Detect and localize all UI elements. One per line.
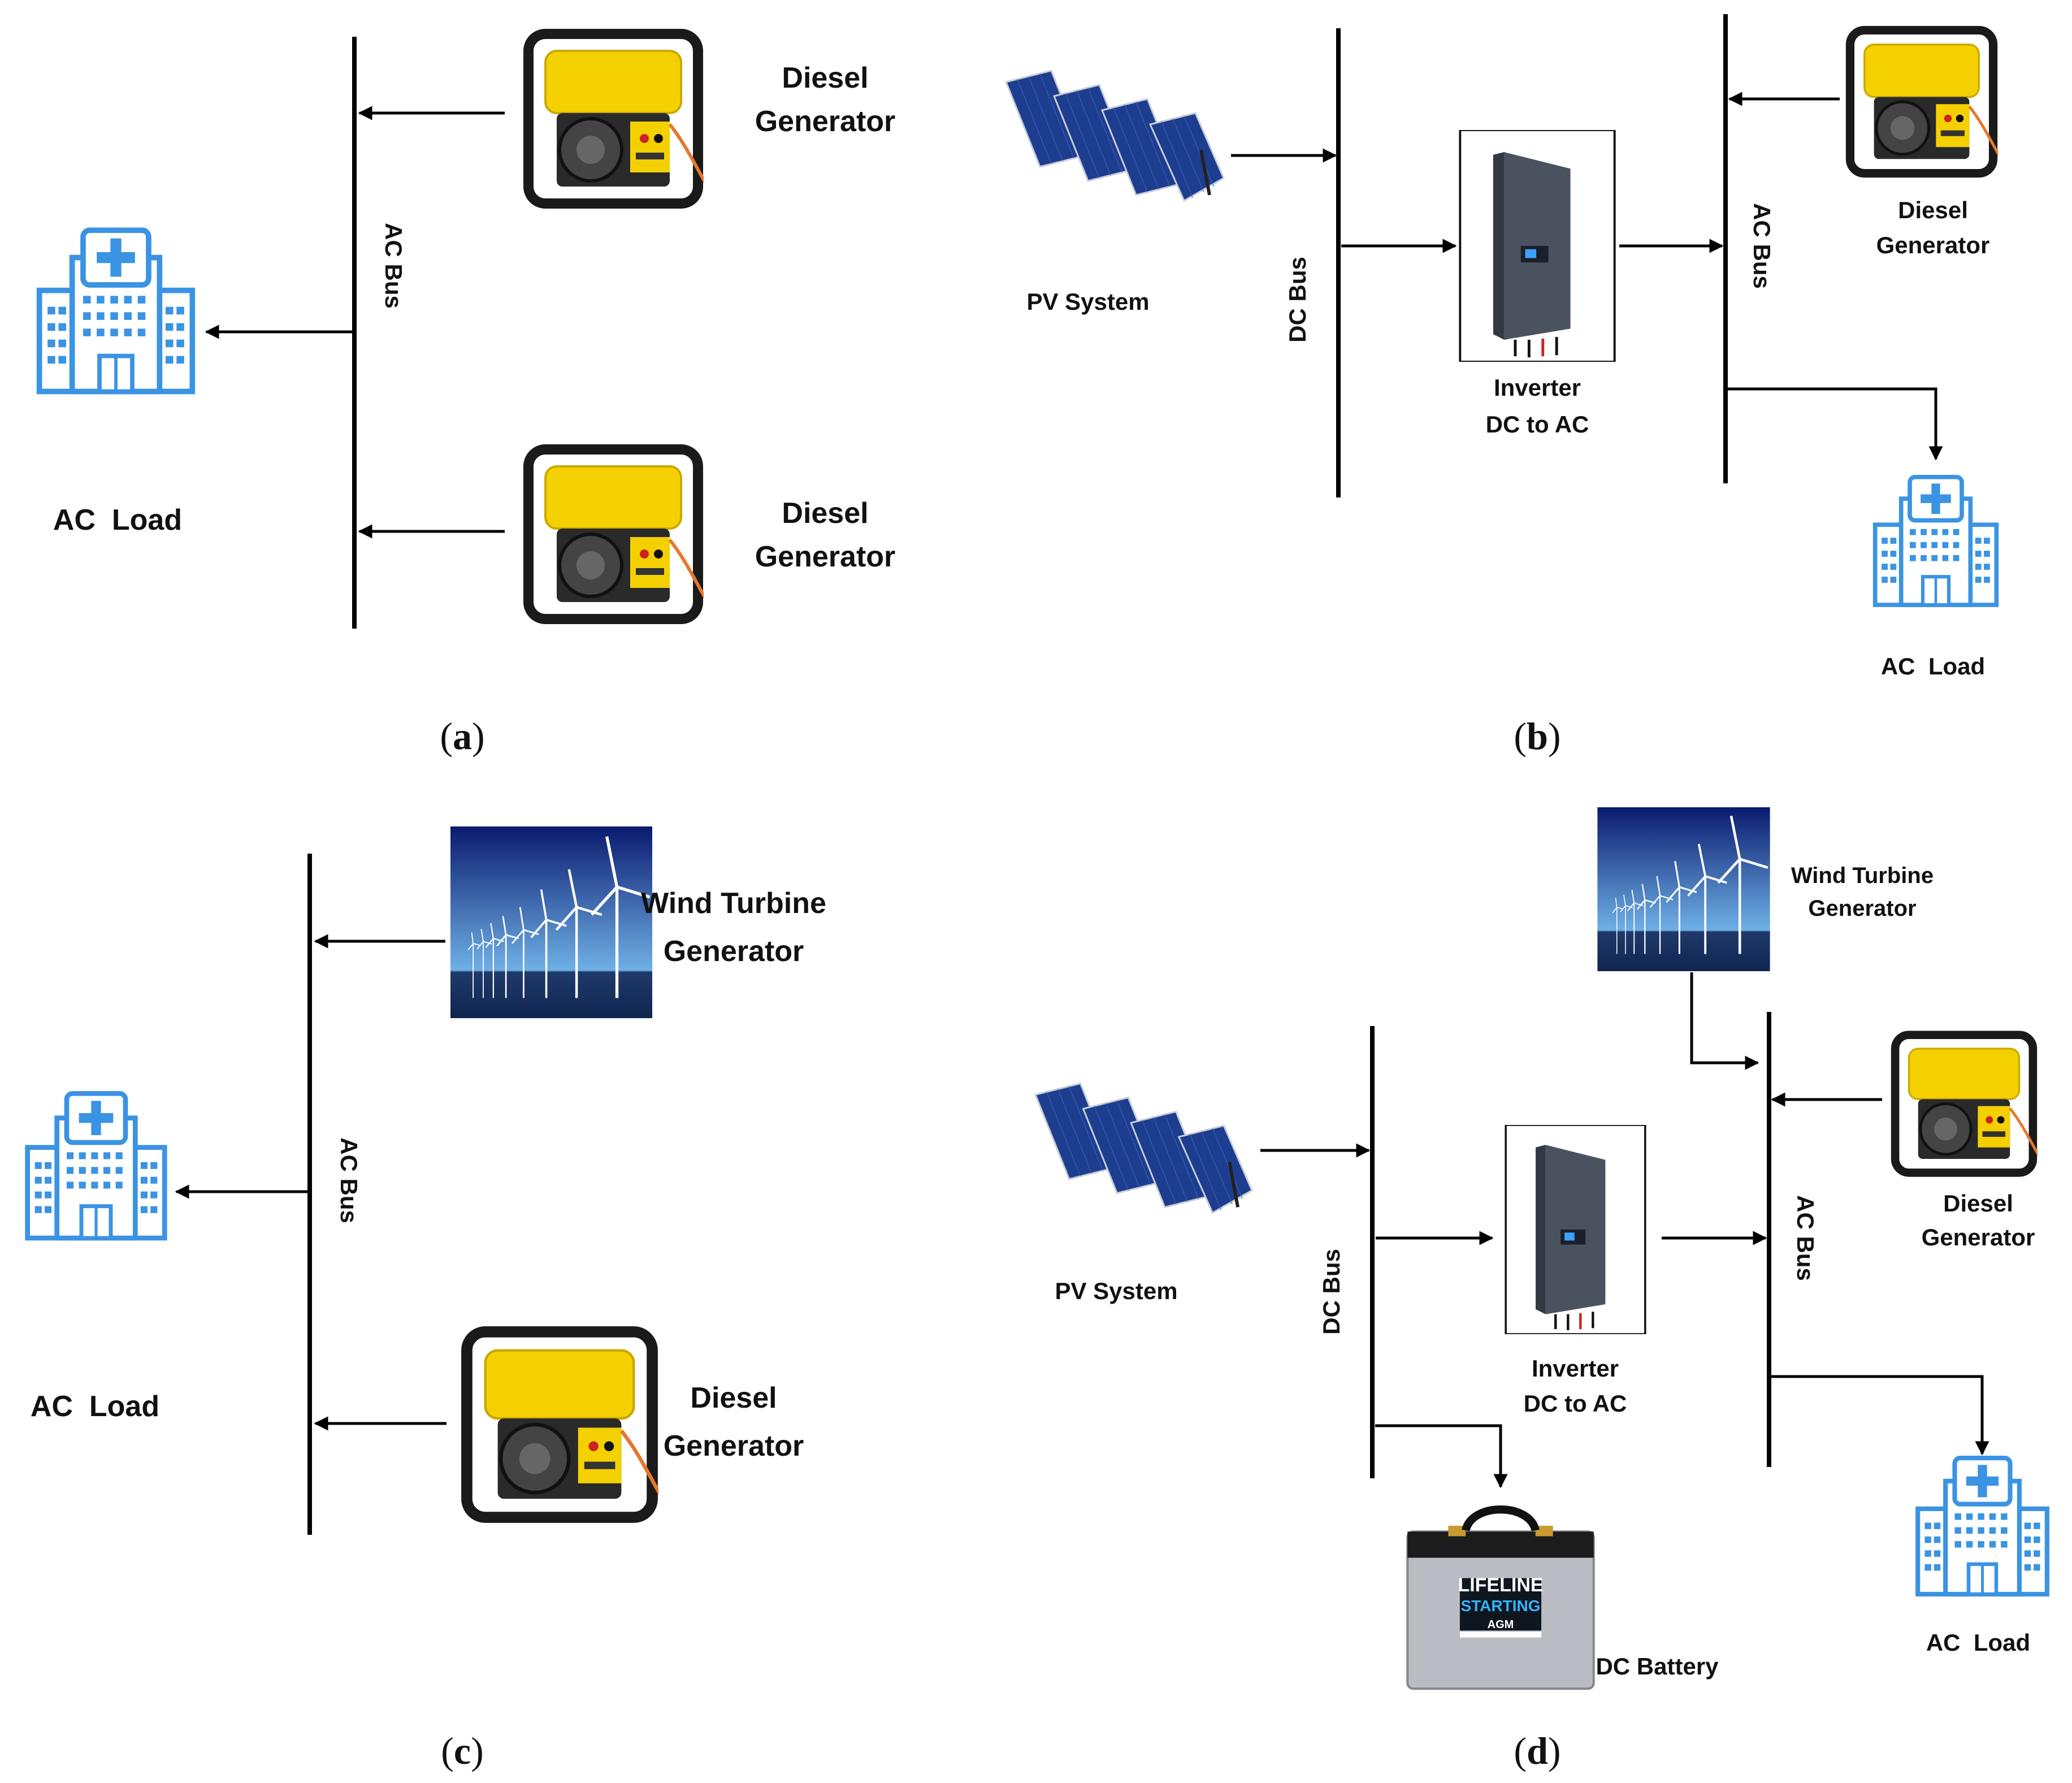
wind-turbine-label-line1: Wind Turbine: [1791, 863, 1934, 888]
panel-b: PV System DC Bus Inverter DC to AC AC Bu…: [1006, 14, 2017, 758]
ac-load-label: AC Load: [1881, 653, 1985, 680]
arrow-wind-to-acbus: [1690, 972, 1759, 1070]
arrow-acbus-to-load: [1728, 387, 1943, 461]
diesel-generator-icon: [1895, 1035, 2056, 1182]
pv-system-label: PV System: [1026, 288, 1149, 315]
ac-load-label: AC Load: [53, 504, 182, 536]
pv-system-label: PV System: [1055, 1278, 1177, 1304]
ac-load-label: AC Load: [31, 1390, 159, 1423]
diesel-generator-icon: [528, 449, 726, 630]
svg-text:STARTING: STARTING: [1460, 1597, 1540, 1615]
wind-turbine-label-line2: Generator: [1808, 896, 1916, 921]
diesel-generator-label-line1: Diesel: [690, 1382, 777, 1414]
inverter-label-line2: DC to AC: [1486, 411, 1589, 438]
diesel-generator-label-line1: Diesel: [782, 497, 868, 530]
diesel-generator-icon: [528, 34, 726, 215]
hospital-icon: [40, 230, 193, 391]
dc-battery-label: DC Battery: [1596, 1653, 1719, 1680]
hospital-icon: [1875, 477, 1997, 605]
diesel-generator-label-line1: Diesel: [782, 62, 868, 94]
hospital-icon: [1918, 1458, 2047, 1594]
diesel-generator-icon: [467, 1332, 683, 1530]
svg-text:AGM: AGM: [1488, 1618, 1514, 1631]
arrow-acbus-to-load: [1771, 1375, 1989, 1456]
diesel-generator-label-line2: Generator: [1922, 1224, 2035, 1250]
dc-bus-label: DC Bus: [1284, 257, 1311, 343]
diesel-generator-label-line2: Generator: [755, 540, 896, 573]
ac-bus-label: AC Bus: [1792, 1195, 1819, 1281]
panel-a: AC Bus Diesel Generator Diesel Generator…: [40, 34, 896, 758]
inverter-label-line2: DC to AC: [1524, 1390, 1627, 1417]
diesel-generator-label-line2: Generator: [664, 1430, 804, 1462]
diesel-generator-icon: [1850, 30, 2017, 183]
ac-bus-label: AC Bus: [336, 1137, 362, 1223]
panel-d: Wind Turbine Generator PV System DC Bus …: [1035, 807, 2056, 1772]
battery-brand: LIFELINE STARTING AGM: [1458, 1574, 1543, 1631]
pv-panel-icon: [1035, 1084, 1252, 1213]
inverter-label-line1: Inverter: [1494, 374, 1581, 401]
diesel-generator-label-line2: Generator: [1876, 232, 1990, 258]
caption-d: (d): [1514, 1729, 1560, 1772]
diesel-generator-label-line1: Diesel: [1943, 1190, 2013, 1217]
inverter-icon: [1506, 1125, 1645, 1334]
diesel-generator-label-line1: Diesel: [1898, 197, 1968, 223]
wind-turbine-icon: [450, 826, 652, 1018]
arrow-dcbus-to-battery: [1375, 1424, 1508, 1488]
inverter-label-line1: Inverter: [1532, 1355, 1619, 1382]
caption-c: (c): [441, 1729, 484, 1772]
svg-text:LIFELINE: LIFELINE: [1458, 1574, 1543, 1596]
hospital-icon: [28, 1093, 165, 1238]
diesel-generator-label-line2: Generator: [755, 105, 896, 138]
ac-bus-label: AC Bus: [1749, 203, 1775, 289]
dc-bus-label: DC Bus: [1318, 1249, 1345, 1335]
wind-turbine-label-line2: Generator: [664, 935, 804, 968]
caption-b: (b): [1514, 715, 1560, 758]
panel-c: AC Bus Wind Turbine Generator AC Load Di…: [28, 826, 826, 1772]
wind-turbine-label-line1: Wind Turbine: [641, 887, 826, 920]
ac-bus-label: AC Bus: [380, 223, 407, 309]
ac-load-label: AC Load: [1926, 1629, 2030, 1656]
inverter-icon: [1460, 130, 1614, 362]
pv-panel-icon: [1006, 71, 1224, 201]
caption-a: (a): [440, 715, 484, 758]
wind-turbine-icon: [1597, 807, 1770, 971]
